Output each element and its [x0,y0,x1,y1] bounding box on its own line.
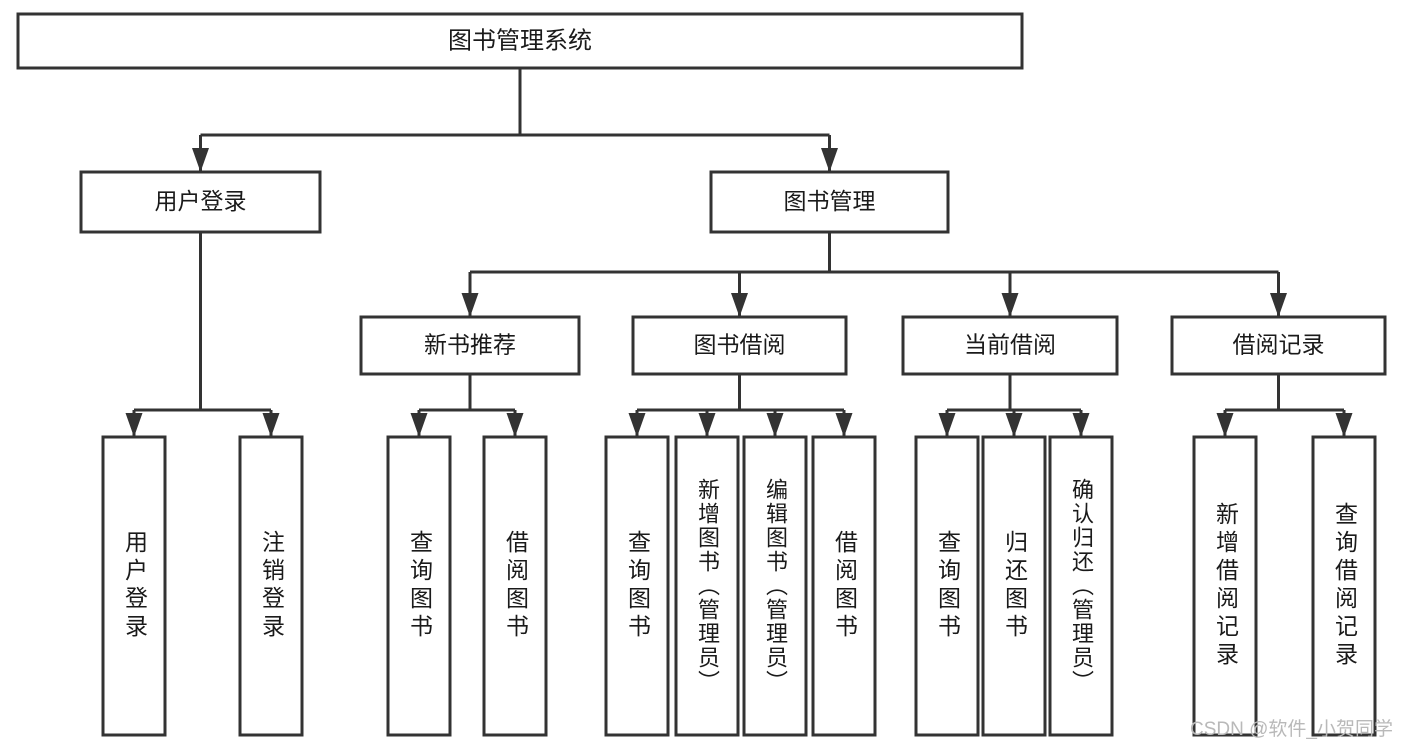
leaf-add-borrow-record-box[interactable] [1192,435,1258,737]
leaf-user-logout-box[interactable] [238,435,304,737]
node-user-login[interactable]: 用户登录 [79,170,322,234]
node-root-root[interactable]: 图书管理系统 [16,12,1024,70]
node-user-login-label: 用户登录 [155,188,247,214]
node-borrow-record-label: 借阅记录 [1233,332,1325,358]
root-to-l2-arrow-1 [821,148,838,172]
leaf-borrow-book-rec-box[interactable] [482,435,548,737]
leaf-query-book-borrow-box[interactable] [604,435,670,737]
node-borrow-record[interactable]: 借阅记录 [1170,315,1387,376]
node-book-manage-label: 图书管理 [784,188,876,214]
node-book-manage-box [709,170,950,234]
node-root-root-box [16,12,1024,70]
leafbus-borrow-record-arrow-0 [1216,413,1234,437]
connector-layer [125,68,1353,437]
node-root-root-label: 图书管理系统 [448,27,592,54]
leafbus-current-borrow-arrow-0 [938,413,956,437]
node-user-login-box [79,170,322,234]
node-new-book-rec-box [359,315,581,376]
leafbus-new-book-rec-arrow-1 [506,413,524,437]
leaf-add-book-admin-box[interactable] [674,435,740,737]
leafbus-borrow-record-arrow-1 [1335,413,1353,437]
leafbus-new-book-rec-arrow-0 [410,413,428,437]
bookmanage-to-l3-arrow-0 [461,293,479,317]
leaf-return-book-box[interactable] [981,435,1047,737]
leaf-borrow-book-box[interactable] [811,435,877,737]
leaf-query-book-cur-box[interactable] [914,435,980,737]
leafbus-book-borrow-arrow-2 [766,413,784,437]
node-book-borrow-box [631,315,848,376]
bookmanage-to-l3-arrow-3 [1270,293,1287,317]
leafbus-current-borrow-arrow-2 [1072,413,1090,437]
bookmanage-to-l3-arrow-2 [1001,293,1019,317]
leafbus-current-borrow-arrow-1 [1005,413,1023,437]
leafbus-book-borrow-arrow-1 [698,413,716,437]
leafbus-book-borrow-arrow-0 [628,413,646,437]
node-book-borrow-label: 图书借阅 [694,332,786,358]
leafbus-book-borrow-arrow-3 [835,413,853,437]
leaf-query-book-rec-box[interactable] [386,435,452,737]
node-book-borrow[interactable]: 图书借阅 [631,315,848,376]
bookmanage-to-l3-arrow-1 [731,293,748,317]
root-to-l2-arrow-0 [192,148,209,172]
node-current-borrow-label: 当前借阅 [964,332,1056,358]
leaf-edit-book-admin-box[interactable] [742,435,808,737]
leafbus-user-login-arrow-0 [125,413,143,437]
leafbus-user-login-arrow-1 [262,413,280,437]
node-book-manage[interactable]: 图书管理 [709,170,950,234]
node-borrow-record-box [1170,315,1387,376]
leaf-user-login-box[interactable] [101,435,167,737]
leaf-confirm-return-admin-box[interactable] [1048,435,1114,737]
node-current-borrow-box [901,315,1119,376]
node-current-borrow[interactable]: 当前借阅 [901,315,1119,376]
node-new-book-rec-label: 新书推荐 [424,332,516,358]
leaf-query-borrow-record-box[interactable] [1311,435,1377,737]
node-new-book-rec[interactable]: 新书推荐 [359,315,581,376]
